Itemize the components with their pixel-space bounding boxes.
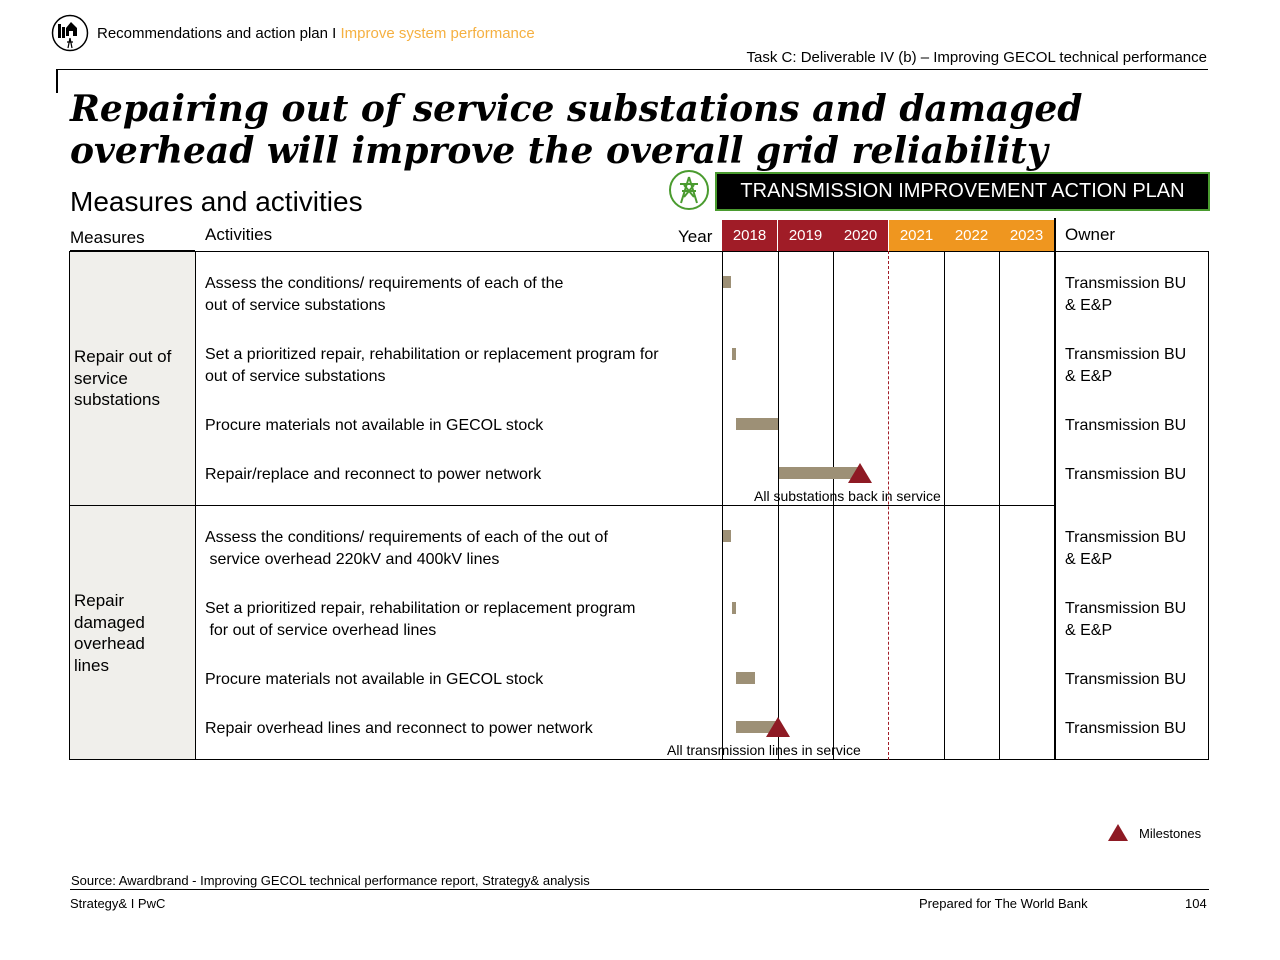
grid-line — [778, 251, 779, 760]
activity-line: for out of service overhead lines — [205, 621, 437, 639]
footer-prepared: Prepared for The World Bank — [919, 896, 1088, 911]
header-tick — [56, 69, 58, 93]
grid-line — [944, 251, 945, 760]
activity-label: Set a prioritized repair, rehabilitation… — [205, 344, 659, 387]
activity-line: service overhead 220kV and 400kV lines — [205, 550, 500, 568]
milestone-marker — [766, 717, 790, 737]
activity-line: out of service substations — [205, 367, 386, 385]
breadcrumb: Recommendations and action plan I Improv… — [97, 25, 535, 42]
year-2018: 2018 — [722, 220, 777, 251]
gantt-bar — [779, 467, 860, 479]
gantt-bar — [723, 530, 731, 542]
owner-line: Transmission BU — [1065, 346, 1187, 363]
owner-label: Transmission BU & E&P — [1065, 344, 1186, 387]
section-subtitle: Measures and activities — [70, 186, 363, 217]
year-2023: 2023 — [999, 220, 1054, 251]
action-plan-banner: TRANSMISSION IMPROVEMENT ACTION PLAN — [715, 172, 1210, 211]
task-label: Task C: Deliverable IV (b) – Improving G… — [746, 49, 1207, 66]
measure-cell-substations — [70, 252, 196, 505]
owner-label: Transmission BU & E&P — [1065, 527, 1186, 570]
header-rule — [57, 69, 1208, 70]
owner-label: Transmission BU — [1065, 720, 1187, 737]
gantt-bar — [732, 602, 736, 614]
milestone-label: All transmission lines in service — [667, 742, 861, 758]
transmission-icon — [668, 169, 710, 211]
gantt-bar — [723, 276, 731, 288]
owner-line: Transmission BU — [1065, 529, 1187, 546]
owner-label: Transmission BU — [1065, 417, 1187, 434]
source-note: Source: Awardbrand - Improving GECOL tec… — [71, 873, 590, 888]
gantt-bar — [732, 348, 736, 360]
activity-label: Set a prioritized repair, rehabilitation… — [205, 598, 635, 641]
milestone-marker — [848, 463, 872, 483]
gantt-bar — [736, 672, 755, 684]
power-pylon-icon — [669, 170, 709, 210]
owner-line: & E&P — [1065, 296, 1113, 314]
measure-cell-overhead — [70, 506, 196, 759]
action-table — [69, 251, 1209, 760]
footer-rule — [70, 889, 1209, 890]
year-2021: 2021 — [889, 220, 944, 251]
measure-overhead-lines: Repair damaged overhead lines — [74, 591, 145, 675]
activity-label: Assess the conditions/ requirements of e… — [205, 273, 563, 316]
activities-column-header: Activities — [205, 225, 273, 244]
owner-line: Transmission BU — [1065, 600, 1187, 617]
grid-line — [999, 251, 1000, 760]
pwc-logo — [51, 14, 89, 52]
legend-milestone-icon — [1108, 824, 1128, 841]
owner-label: Transmission BU — [1065, 466, 1187, 483]
pylon-house-icon — [51, 14, 89, 52]
activity-label: Repair overhead lines and reconnect to p… — [205, 720, 593, 737]
activity-line: Set a prioritized repair, rehabilitation… — [205, 346, 659, 363]
owner-line: Transmission BU — [1065, 275, 1187, 292]
legend-milestones: Milestones — [1139, 826, 1202, 841]
owner-column-header: Owner — [1065, 225, 1116, 244]
year-2020: 2020 — [833, 220, 888, 251]
year-2022: 2022 — [944, 220, 999, 251]
year-2019: 2019 — [778, 220, 833, 251]
activity-label: Repair/replace and reconnect to power ne… — [205, 466, 542, 483]
owner-line: & E&P — [1065, 367, 1113, 385]
owner-line: & E&P — [1065, 621, 1113, 639]
measures-column-header: Measures — [70, 228, 145, 247]
owner-label: Transmission BU & E&P — [1065, 598, 1186, 641]
grid-line — [833, 251, 834, 760]
owner-label: Transmission BU & E&P — [1065, 273, 1186, 316]
owner-label: Transmission BU — [1065, 671, 1187, 688]
year-column-header: Year — [678, 227, 713, 246]
activity-line: Assess the conditions/ requirements of e… — [205, 275, 564, 292]
gantt-bar — [736, 418, 778, 430]
footer-brand: Strategy& I PwC — [70, 896, 166, 911]
breadcrumb-section: Recommendations and action plan I — [97, 25, 341, 42]
page-number: 104 — [1185, 896, 1207, 911]
page-title: Repairing out of service substations and… — [70, 88, 1083, 172]
owner-line: & E&P — [1065, 550, 1113, 568]
owner-column-border — [1054, 218, 1056, 760]
measure-substations: Repair out of service substations — [74, 347, 172, 409]
activity-label: Procure materials not available in GECOL… — [205, 671, 544, 688]
activity-label: Procure materials not available in GECOL… — [205, 417, 544, 434]
grid-line — [722, 251, 723, 760]
activity-line: Set a prioritized repair, rehabilitation… — [205, 600, 636, 617]
activity-label: Assess the conditions/ requirements of e… — [205, 527, 608, 570]
group-divider — [70, 505, 1056, 506]
activity-line: Assess the conditions/ requirements of e… — [205, 529, 608, 546]
milestone-label: All substations back in service — [754, 488, 941, 504]
current-year-marker — [888, 251, 889, 760]
breadcrumb-topic: Improve system performance — [340, 25, 535, 42]
measures-header-underline — [70, 250, 195, 251]
activity-line: out of service substations — [205, 296, 386, 314]
